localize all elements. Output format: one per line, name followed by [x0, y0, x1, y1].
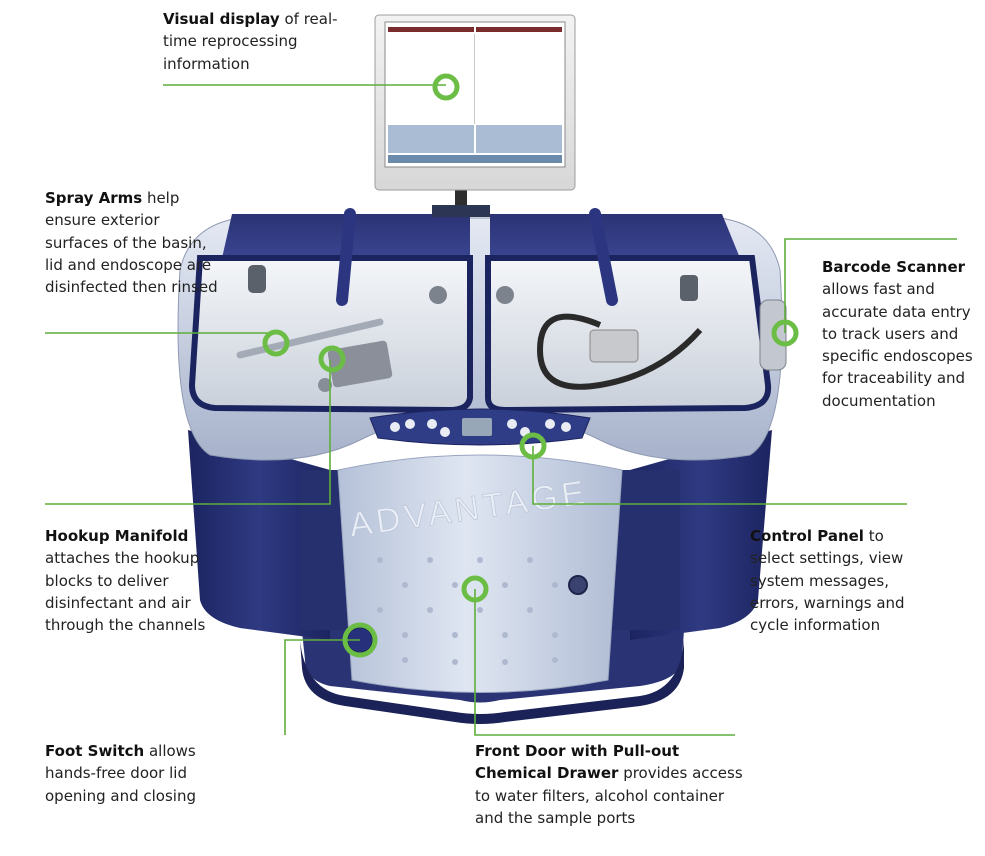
- ring-visual-display: [432, 73, 460, 101]
- hotspot-rings: [262, 73, 799, 658]
- callout-spray-arms-text: help ensure exterior surfaces of the bas…: [45, 189, 218, 297]
- control-panel-buttons: [390, 419, 571, 437]
- callout-visual-display-title: Visual display: [163, 10, 280, 28]
- callout-visual-display: Visual display of real-time reprocessing…: [163, 8, 363, 75]
- callout-barcode-scanner-title: Barcode Scanner: [822, 258, 966, 276]
- callout-control-panel-title: Control Panel: [750, 527, 864, 545]
- callout-foot-switch-title: Foot Switch: [45, 742, 145, 760]
- door-dimples: [377, 557, 558, 665]
- callout-front-door: Front Door with Pull-out Chemical Drawer…: [475, 740, 755, 829]
- callout-spray-arms: Spray Arms help ensure exterior surfaces…: [45, 187, 223, 298]
- callout-foot-switch-text: allows hands-free door lid opening and c…: [45, 742, 196, 805]
- callout-barcode-scanner: Barcode Scanner allows fast and accurate…: [822, 256, 982, 412]
- callout-spray-arms-title: Spray Arms: [45, 189, 143, 207]
- sample-port: [568, 575, 588, 595]
- ring-hookup-manifold: [318, 345, 346, 373]
- callout-control-panel: Control Panel to select settings, view s…: [750, 525, 932, 636]
- callout-foot-switch: Foot Switch allows hands-free door lid o…: [45, 740, 220, 807]
- control-panel-display: [462, 418, 492, 436]
- callout-barcode-scanner-text: allows fast and accurate data entry to t…: [822, 280, 973, 410]
- ring-spray-arms: [262, 329, 290, 357]
- device-body: [188, 430, 330, 640]
- spray-arm: [236, 318, 384, 359]
- left-lid-handle: [336, 208, 356, 306]
- callout-control-panel-text: to select settings, view system messages…: [750, 527, 905, 635]
- right-lid: [490, 214, 740, 258]
- callout-hookup-manifold-text: attaches the hookup blocks to deliver di…: [45, 549, 206, 635]
- endoscope: [536, 313, 703, 390]
- ring-barcode-scanner: [771, 319, 799, 347]
- callout-front-door-title: Front Door with Pull-out Chemical Drawer: [475, 742, 680, 783]
- callout-visual-display-text: of real-time reprocessing information: [163, 10, 338, 73]
- callout-hookup-manifold: Hookup Manifold attaches the hookup bloc…: [45, 525, 220, 636]
- hookup-manifold-block: [327, 340, 393, 388]
- ring-foot-switch: [342, 622, 378, 658]
- ring-front-door: [461, 575, 489, 603]
- right-lid-handle: [589, 208, 618, 306]
- ring-control-panel: [519, 432, 547, 460]
- leader-lines: [45, 84, 957, 736]
- callout-hookup-manifold-title: Hookup Manifold: [45, 527, 189, 545]
- callout-front-door-text: provides access to water filters, alcoho…: [475, 764, 743, 827]
- front-door: [337, 454, 623, 693]
